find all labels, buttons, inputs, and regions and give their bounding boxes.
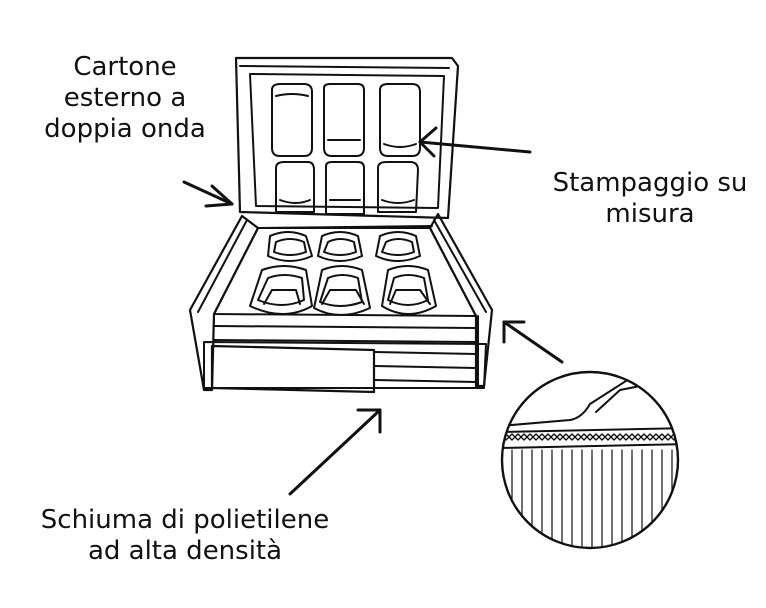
- label-line: doppia onda: [44, 114, 206, 144]
- zoom-detail: [500, 370, 680, 550]
- label-line: esterno a: [63, 83, 187, 113]
- label-line: ad alta densità: [87, 536, 283, 566]
- arrow-schiuma: [288, 408, 382, 496]
- label-line: Stampaggio su: [552, 168, 748, 198]
- arrow-cartone: [182, 180, 234, 208]
- arrow-stampaggio: [418, 126, 532, 158]
- label-line: misura: [605, 199, 695, 229]
- box-lid: [234, 56, 460, 220]
- label-schiuma: Schiuma di polietilene ad alta densità: [30, 505, 340, 567]
- base-cavities: [249, 231, 437, 316]
- label-line: Schiuma di polietilene: [40, 505, 330, 535]
- label-cartone: Cartone esterno a doppia onda: [30, 52, 220, 145]
- arrow-zoom: [502, 320, 564, 364]
- label-stampaggio: Stampaggio su misura: [545, 168, 755, 230]
- box-base: [188, 212, 494, 394]
- label-line: Cartone: [73, 52, 177, 82]
